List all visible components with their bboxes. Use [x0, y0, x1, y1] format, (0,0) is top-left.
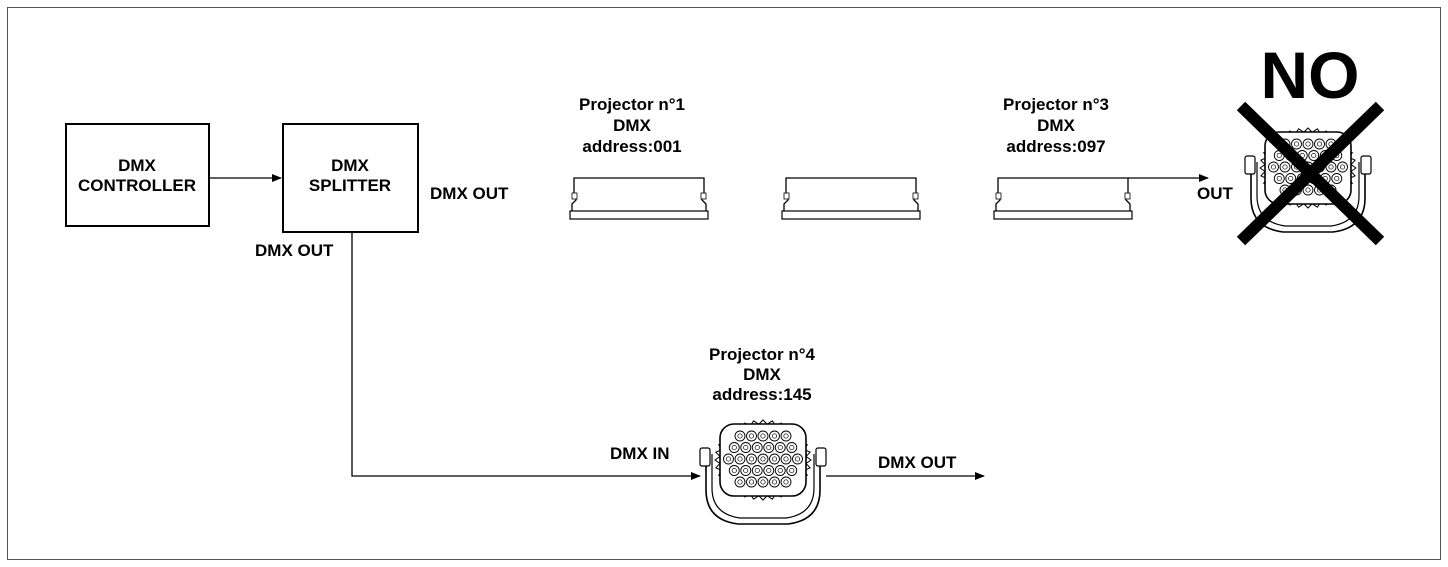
forbidden-projector: NO — [1236, 38, 1385, 246]
projector-3-address: address:097 — [1006, 137, 1105, 156]
projector-4-label: Projector n°4 DMX address:145 — [709, 345, 816, 404]
projector-4-out-label: DMX OUT — [878, 453, 957, 472]
splitter-label-line2: SPLITTER — [309, 176, 391, 195]
dmx-splitter-box: DMX SPLITTER — [282, 123, 419, 233]
projector-1-label: Projector n°1 DMX address:001 — [579, 95, 685, 156]
projector-3-bar — [993, 192, 1133, 220]
diagram-frame — [7, 7, 1441, 560]
splitter-down-out-label: DMX OUT — [255, 241, 334, 260]
forbidden-cross — [1236, 101, 1385, 246]
controller-label-line1: DMX — [118, 156, 156, 175]
projector-4-dmx: DMX — [743, 365, 781, 384]
projector-1-dmx: DMX — [613, 116, 651, 135]
projector-4-address: address:145 — [712, 385, 811, 404]
projector-4-in-label: DMX IN — [610, 444, 670, 463]
splitter-down-cable — [351, 232, 701, 480]
projector-1-name: Projector n°1 — [579, 95, 685, 114]
upper-chain-cable — [573, 177, 1129, 196]
projector-2-bar — [781, 192, 921, 220]
projector-3-dmx: DMX — [1037, 116, 1075, 135]
last-out-label: OUT — [1197, 184, 1234, 203]
projector-3-label: Projector n°3 DMX address:097 — [1003, 95, 1109, 156]
splitter-label-line1: DMX — [331, 156, 369, 175]
projector-4-name: Projector n°4 — [709, 345, 816, 364]
projector-4-icon — [699, 419, 827, 525]
projector-1-bar — [569, 192, 709, 220]
controller-label-line2: CONTROLLER — [78, 176, 196, 195]
projector-3-name: Projector n°3 — [1003, 95, 1109, 114]
dmx-controller-box: DMX CONTROLLER — [65, 123, 210, 227]
no-label: NO — [1261, 38, 1360, 112]
splitter-right-out-label: DMX OUT — [430, 184, 509, 203]
projector-1-address: address:001 — [582, 137, 681, 156]
